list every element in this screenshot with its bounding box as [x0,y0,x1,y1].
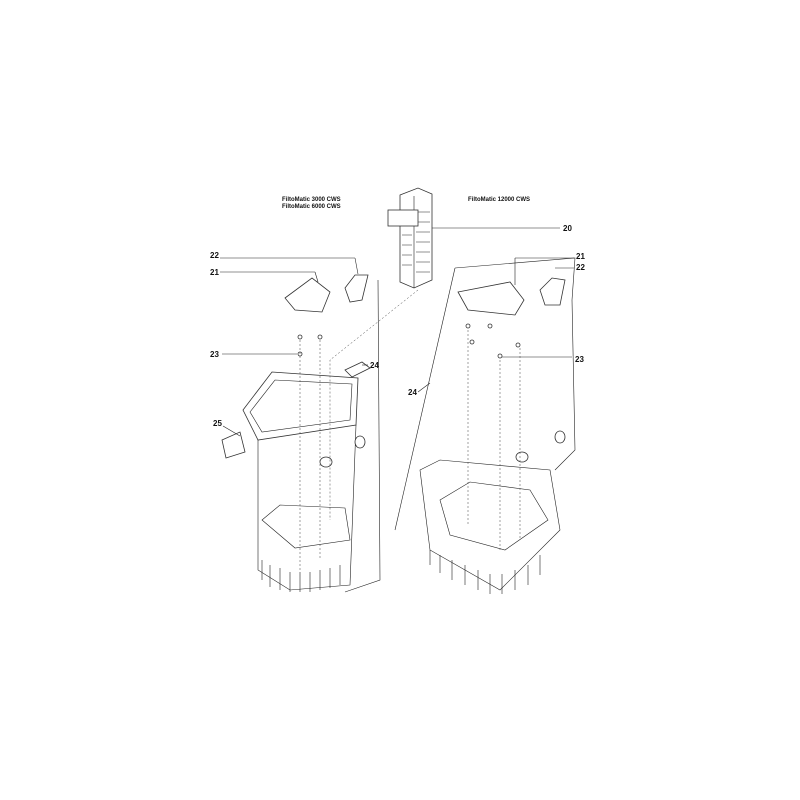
left-screws-part [297,334,323,357]
title-right: FiltoMatic 12000 CWS [468,197,530,203]
callout-right-22: 22 [576,263,585,272]
callout-left-25: 25 [213,419,222,428]
left-clip-24 [344,361,371,378]
right-screws-part [465,323,521,359]
callout-left-24: 24 [370,361,379,370]
right-housing-part [394,257,576,594]
filter-insert-part [387,187,433,289]
title-left-2: FiltoMatic 6000 CWS [282,204,341,210]
callout-20: 20 [563,224,572,233]
callout-left-21: 21 [210,268,219,277]
callout-right-24: 24 [408,388,417,397]
callout-right-21: 21 [576,252,585,261]
callout-right-23: 23 [575,355,584,364]
left-part-25 [221,431,246,459]
left-lid-part [284,274,369,313]
right-lid-part [457,277,566,316]
left-housing-part [242,279,381,593]
title-left-1: FiltoMatic 3000 CWS [282,197,341,203]
callout-left-23: 23 [210,350,219,359]
callout-left-22: 22 [210,251,219,260]
